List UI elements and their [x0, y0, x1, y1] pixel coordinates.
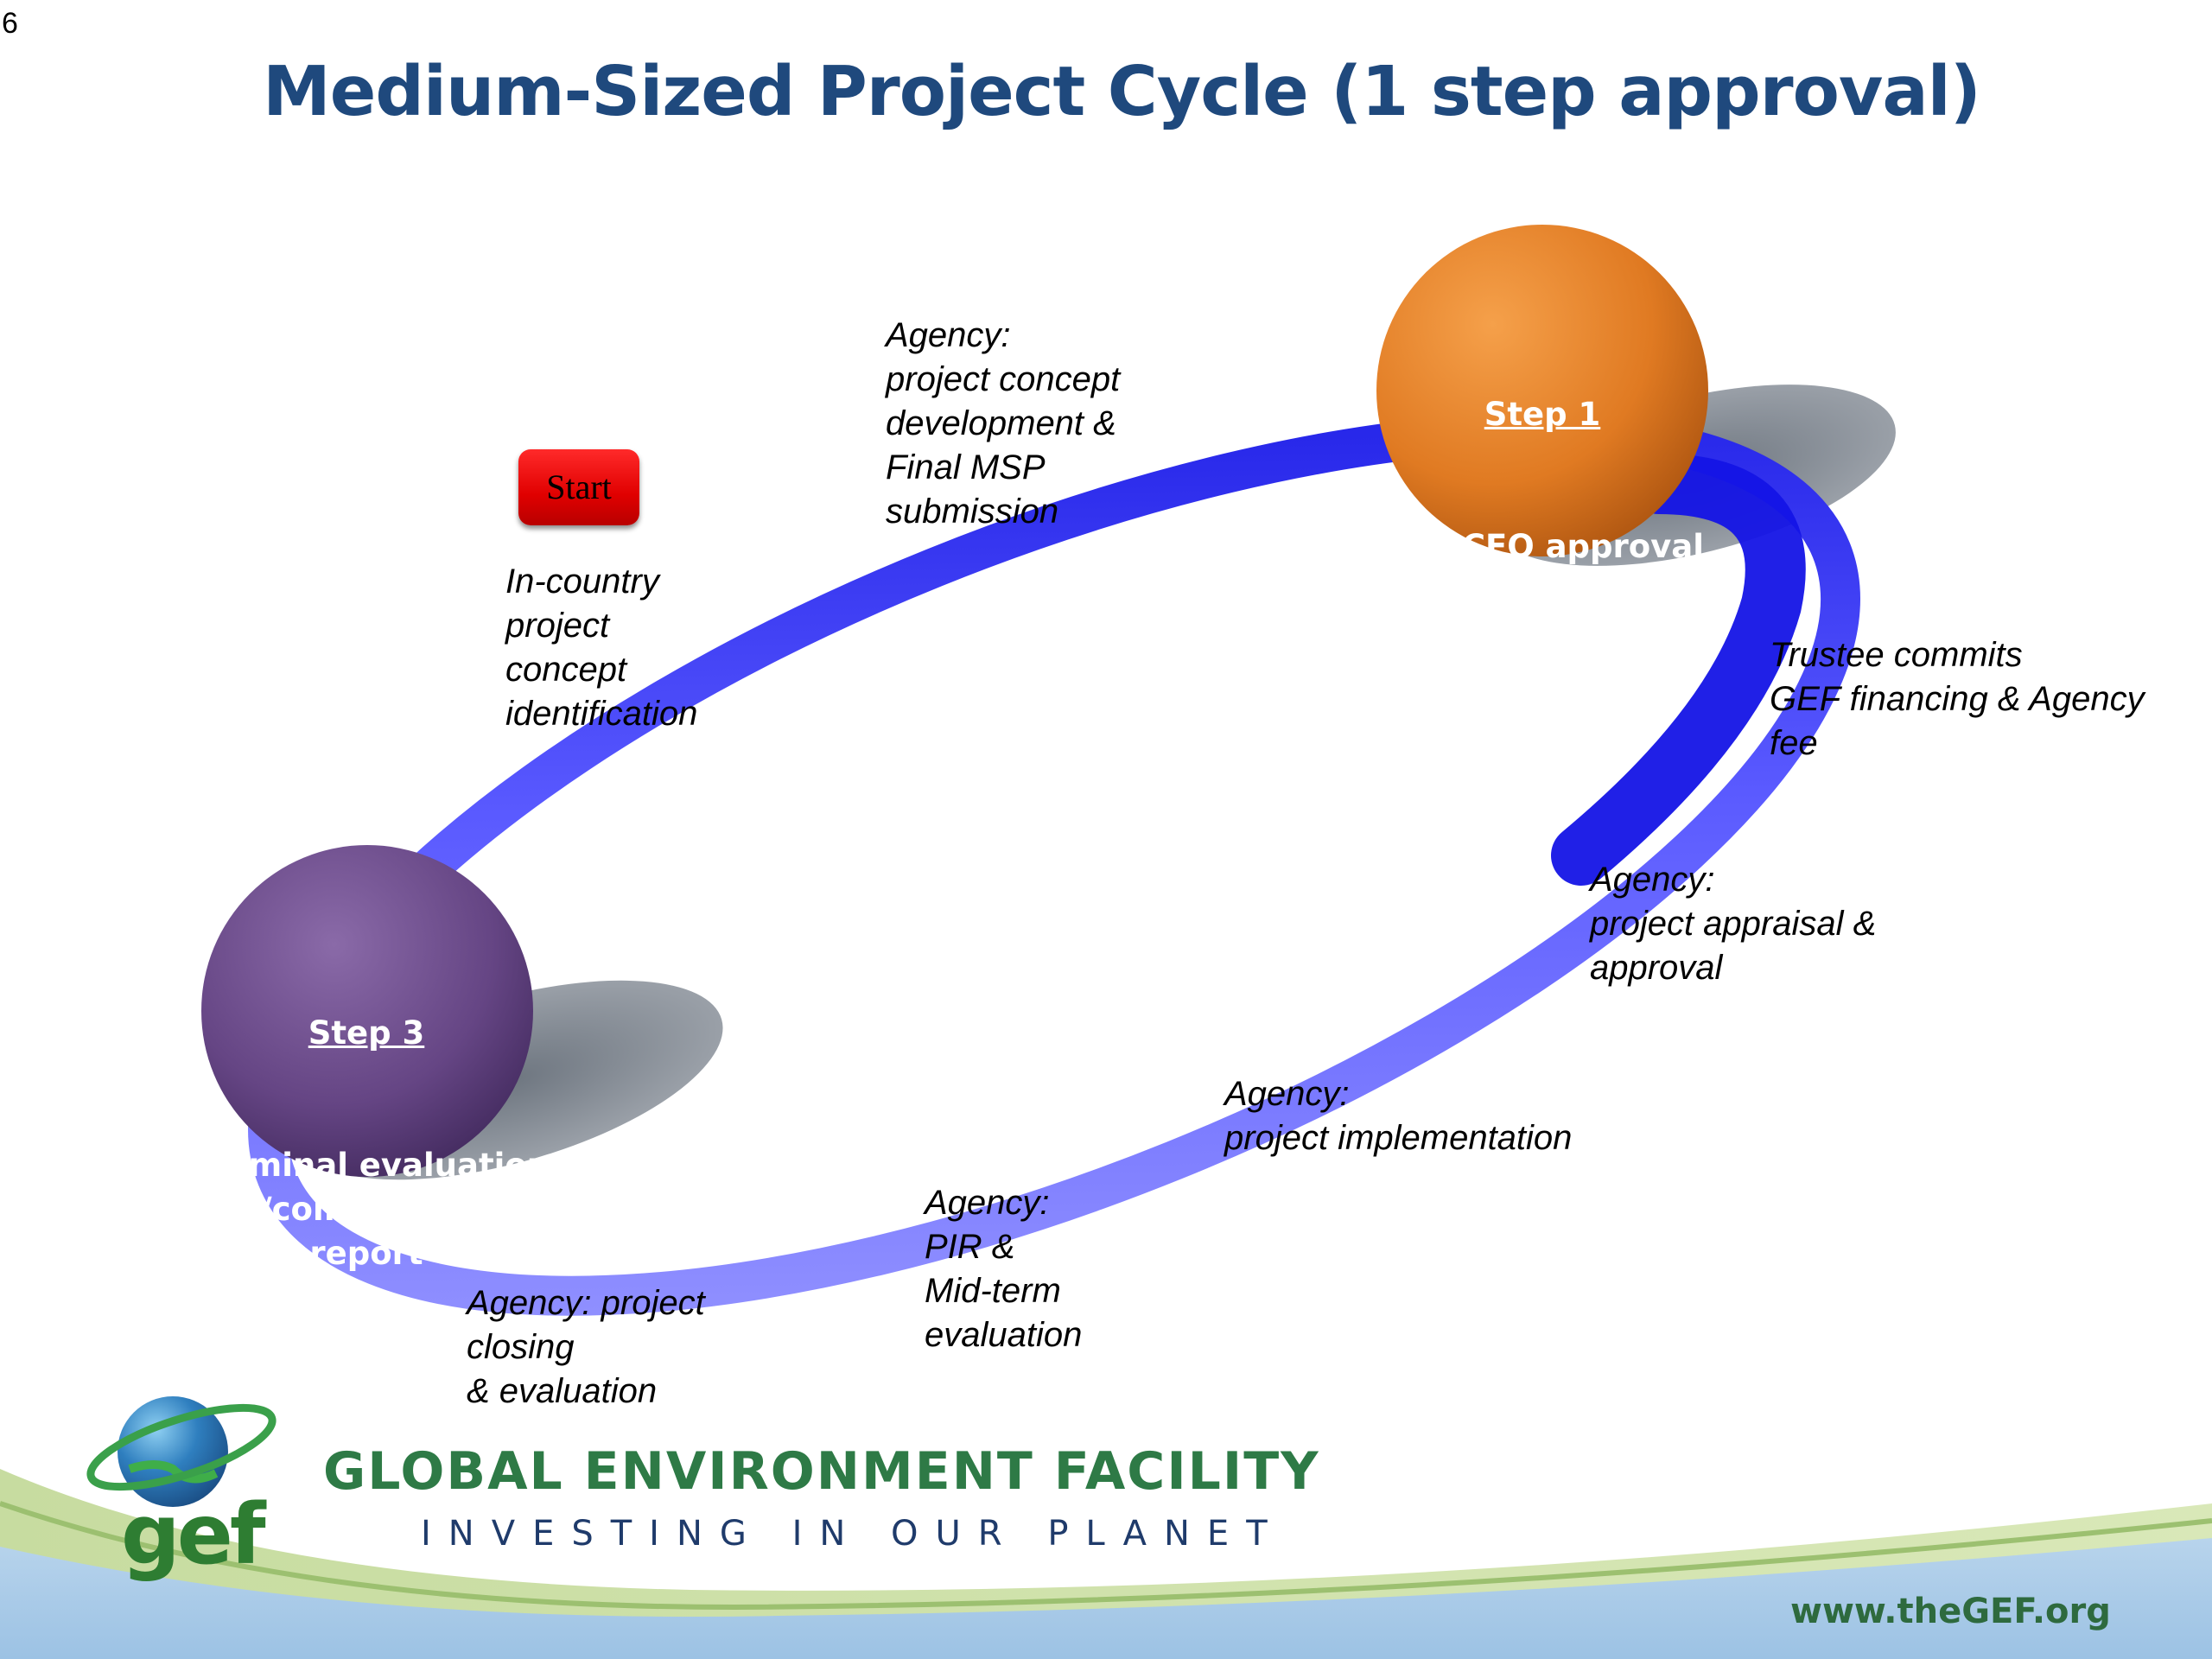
- step1-circle: [1376, 225, 1708, 556]
- step3-text: Step 3 Terminal evaluation /completion r…: [194, 923, 550, 1319]
- label-trustee-commits: Trustee commits GEF financing & Agency f…: [1770, 636, 2145, 762]
- step3-heading: Step 3: [308, 1014, 425, 1052]
- gef-logo-text: gef: [121, 1486, 266, 1583]
- footer-org-name: GLOBAL ENVIRONMENT FACILITY: [323, 1441, 1320, 1502]
- slide-number: 6: [2, 7, 18, 40]
- step3-body: Terminal evaluation /completion report: [194, 1147, 550, 1272]
- start-button[interactable]: Start: [518, 449, 639, 525]
- step3-circle: [201, 845, 533, 1177]
- footer-url-link[interactable]: www.theGEF.org: [1790, 1592, 2111, 1631]
- label-pir: Agency: PIR & Mid-term evaluation: [925, 1184, 1083, 1354]
- cycle-ring-thick-segment: [1551, 454, 1806, 886]
- gef-globe-icon: [86, 1396, 276, 1507]
- footer-wave-stripe: [0, 1501, 2212, 1611]
- label-closing: Agency: project closing & evaluation: [467, 1284, 705, 1410]
- step1-text: Step 1 GEF CEO approval Of final MSP: [1376, 304, 1708, 657]
- footer-tagline: INVESTING IN OUR PLANET: [421, 1514, 1285, 1554]
- label-implementation: Agency: project implementation: [1224, 1075, 1573, 1157]
- step1-heading: Step 1: [1484, 396, 1601, 433]
- label-appraisal: Agency: project appraisal & approval: [1590, 861, 1877, 987]
- cycle-ring: [248, 412, 1860, 1316]
- label-in-country: In-country project concept identificatio…: [505, 563, 698, 733]
- label-concept-development: Agency: project concept development & Fi…: [886, 316, 1121, 531]
- footer-wave-blue: [0, 1538, 2212, 1659]
- step1-body: GEF CEO approval Of final MSP: [1381, 528, 1704, 609]
- slide-title: Medium-Sized Project Cycle (1 step appro…: [263, 52, 1981, 131]
